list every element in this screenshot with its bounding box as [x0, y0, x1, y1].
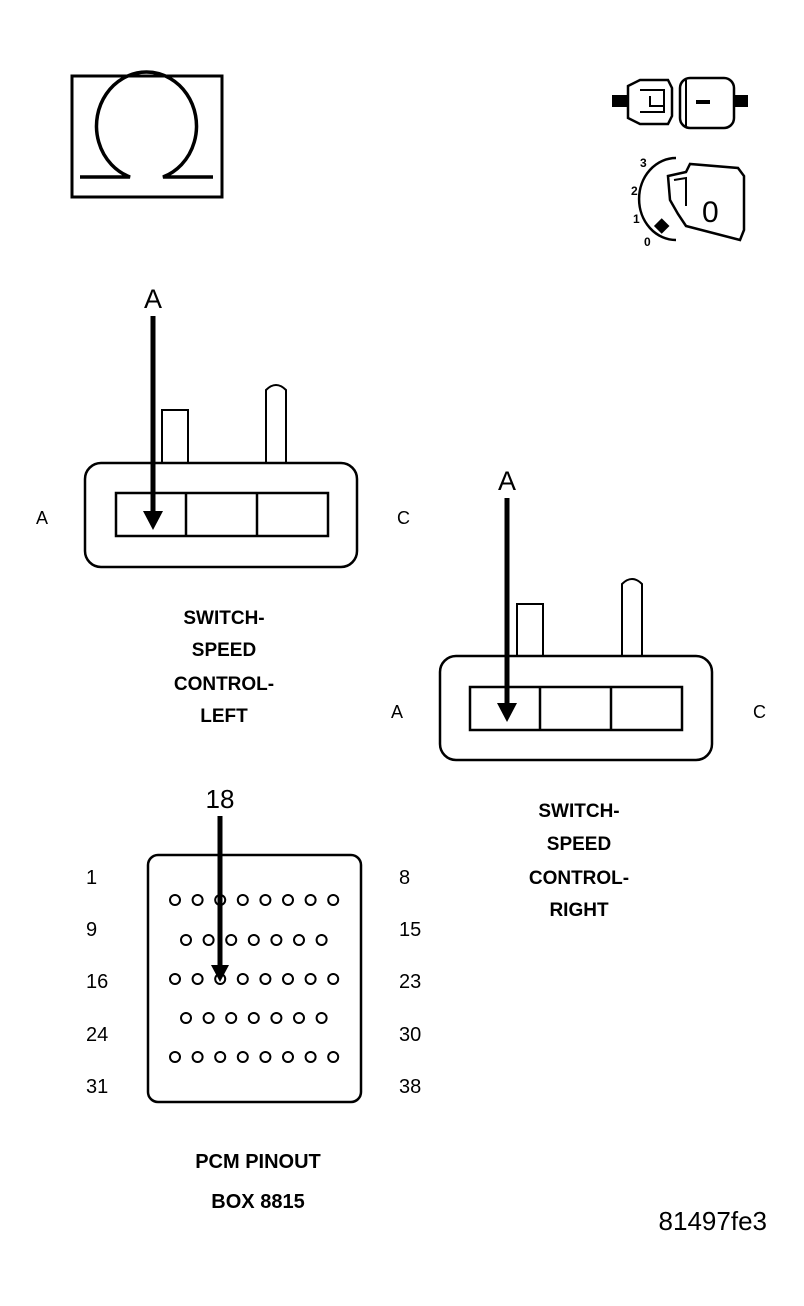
pcm-pin — [327, 973, 340, 985]
pcm-pin — [315, 934, 328, 946]
svg-text:LEFT: LEFT — [200, 706, 248, 727]
switch-speed-control-right: A A C SWITCH- SPEED CONTROL- RIGHT — [391, 466, 766, 921]
pcm-row-end-labels: 8 15 23 30 38 — [399, 867, 421, 1098]
switch-speed-control-left: A A C SWITCH- SPEED CONTROL- LEFT — [36, 284, 410, 727]
pcm-pin — [259, 1051, 272, 1063]
pcm-pin — [191, 1051, 204, 1063]
pcm-pin — [282, 1051, 294, 1063]
ignition-key-icon: 3 2 1 0 0 — [631, 156, 746, 249]
svg-text:23: 23 — [399, 971, 421, 993]
right-switch-caption: SWITCH- SPEED CONTROL- RIGHT — [529, 801, 629, 921]
left-switch-caption: SWITCH- SPEED CONTROL- LEFT — [174, 608, 274, 727]
pcm-pin — [293, 1012, 305, 1024]
svg-text:16: 16 — [86, 971, 108, 993]
svg-text:1: 1 — [86, 867, 97, 889]
pcm-pin — [247, 934, 260, 946]
pcm-pinout: 18 1 9 16 24 31 8 15 23 30 38 PCM PINOUT… — [86, 784, 421, 1213]
pcm-pin — [236, 973, 249, 985]
svg-text:PCM PINOUT: PCM PINOUT — [195, 1151, 321, 1173]
pcm-pin — [304, 973, 317, 985]
pcm-pin — [304, 894, 317, 906]
pcm-pin — [259, 973, 272, 985]
svg-text:30: 30 — [399, 1024, 421, 1046]
ignition-position-0: 0 — [644, 235, 651, 249]
pcm-pin — [327, 1051, 340, 1063]
svg-text:8: 8 — [399, 867, 410, 889]
pcm-pin — [180, 934, 192, 946]
pcm-pin — [225, 934, 238, 946]
pcm-pin — [169, 1051, 181, 1063]
ignition-key-label: 0 — [702, 196, 719, 229]
ignition-position-3: 3 — [640, 156, 647, 170]
ohm-icon — [80, 70, 213, 179]
pcm-pin-grid — [169, 894, 340, 1063]
right-pin-a-label: A — [391, 702, 403, 722]
svg-text:38: 38 — [399, 1076, 421, 1098]
left-pin-c-label: C — [397, 508, 410, 528]
pcm-pin — [236, 894, 249, 906]
svg-text:31: 31 — [86, 1076, 108, 1098]
svg-text:SPEED: SPEED — [547, 834, 611, 855]
svg-text:15: 15 — [399, 919, 421, 941]
pcm-pin — [202, 1012, 215, 1024]
ignition-position-1: 1 — [633, 212, 640, 226]
svg-text:CONTROL-: CONTROL- — [529, 868, 629, 889]
pcm-pin — [270, 934, 283, 946]
pcm-pin — [191, 894, 204, 906]
pcm-pin — [259, 894, 272, 906]
ignition-position-2: 2 — [631, 184, 638, 198]
svg-text:SPEED: SPEED — [192, 640, 256, 661]
svg-text:SWITCH-: SWITCH- — [538, 801, 619, 822]
pcm-pin — [236, 1051, 249, 1063]
pcm-probe-label: 18 — [206, 784, 235, 814]
pcm-pin — [247, 1012, 260, 1024]
svg-text:CONTROL-: CONTROL- — [174, 674, 274, 695]
svg-text:RIGHT: RIGHT — [549, 900, 609, 921]
pcm-pin — [169, 894, 181, 906]
pcm-pin — [180, 1012, 192, 1024]
figure-id: 81497fe3 — [659, 1206, 767, 1236]
pcm-pin — [191, 973, 204, 985]
pcm-pin — [225, 1012, 238, 1024]
pcm-pin — [304, 1051, 317, 1063]
pcm-pin — [169, 973, 181, 985]
right-pin-c-label: C — [753, 702, 766, 722]
pcm-pin — [214, 1051, 227, 1063]
svg-text:SWITCH-: SWITCH- — [183, 608, 264, 629]
pcm-pin — [327, 894, 340, 906]
pcm-pin — [202, 934, 215, 946]
right-probe-label: A — [498, 466, 516, 496]
ohmmeter-symbol — [70, 70, 224, 199]
pcm-pin — [270, 1012, 283, 1024]
pcm-pin — [293, 934, 305, 946]
left-probe-label: A — [144, 284, 162, 314]
pcm-pin — [282, 894, 294, 906]
connector-disconnect-icon — [612, 76, 748, 130]
pcm-row-start-labels: 1 9 16 24 31 — [86, 867, 108, 1098]
pcm-pin — [282, 973, 294, 985]
svg-text:9: 9 — [86, 919, 97, 941]
left-pin-a-label: A — [36, 508, 48, 528]
svg-text:24: 24 — [86, 1024, 108, 1046]
svg-text:BOX 8815: BOX 8815 — [211, 1191, 304, 1213]
pcm-caption: PCM PINOUT BOX 8815 — [195, 1151, 321, 1213]
pcm-pin — [315, 1012, 328, 1024]
